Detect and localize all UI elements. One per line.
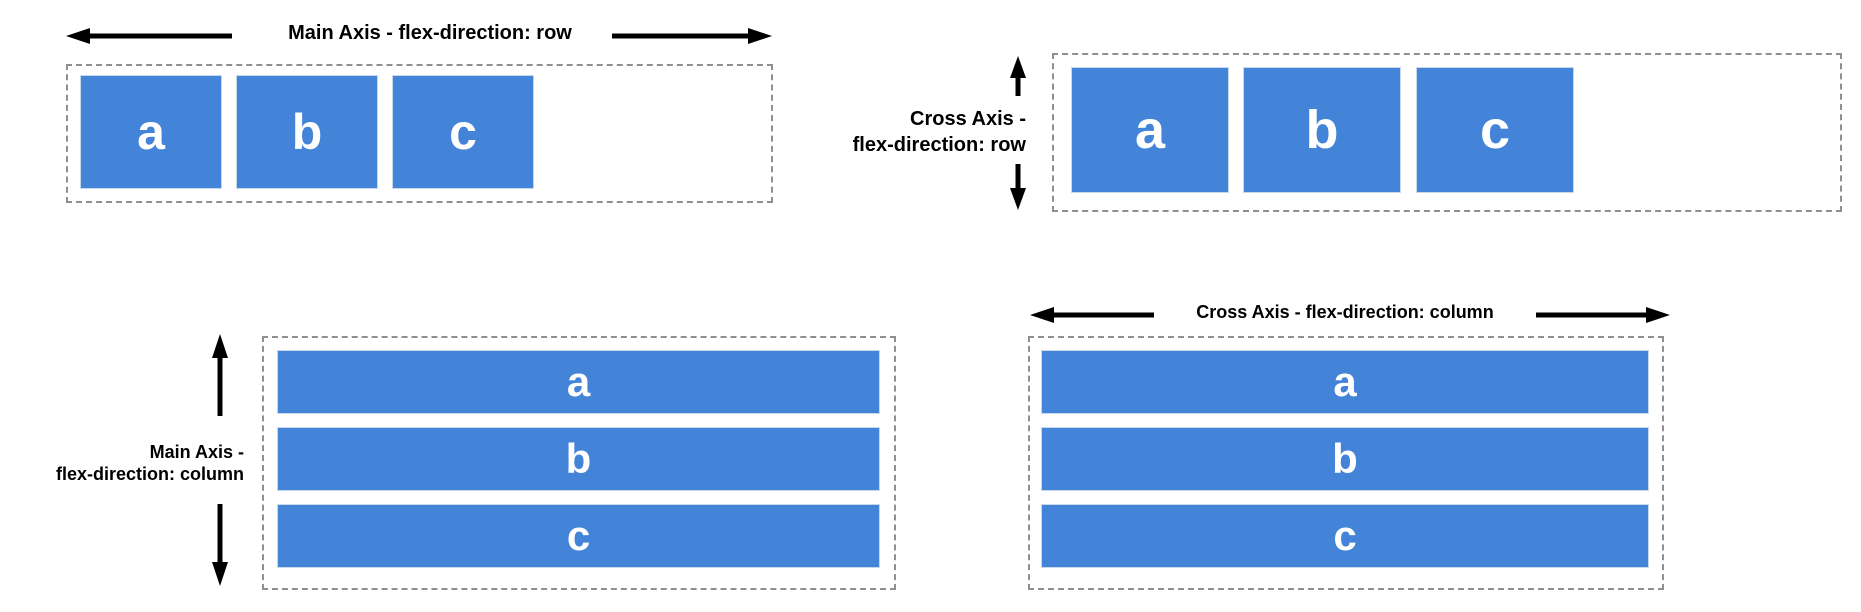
row-cross-item-a: a [1072, 68, 1228, 192]
column-container-cross [1028, 336, 1664, 590]
column-main-item-a: a [278, 351, 879, 413]
row-container-cross [1052, 53, 1842, 212]
row-main-item-a: a [81, 76, 221, 188]
main-axis-column-label-line1: Main Axis - [149, 442, 244, 462]
row-container-main [66, 64, 773, 203]
column-cross-item-a: a [1042, 351, 1648, 413]
row-main-item-b: b [237, 76, 377, 188]
main-axis-column-label-line2: flex-direction: column [55, 464, 244, 484]
cross-axis-row-label-line2: flex-direction: row [852, 134, 1026, 156]
cross-axis-row-label-line1: Cross Axis - [910, 108, 1026, 130]
main-axis-row-label: Main Axis - flex-direction: row [288, 22, 572, 44]
cross-axis-column-label: Cross Axis - flex-direction: column [1196, 302, 1494, 322]
column-main-item-b: b [278, 428, 879, 490]
column-container-main [262, 336, 896, 590]
row-cross-item-c: c [1417, 68, 1573, 192]
row-main-item-c: c [393, 76, 533, 188]
column-cross-item-b: b [1042, 428, 1648, 490]
column-cross-item-c: c [1042, 505, 1648, 567]
row-cross-item-b: b [1244, 68, 1400, 192]
column-main-item-c: c [278, 505, 879, 567]
